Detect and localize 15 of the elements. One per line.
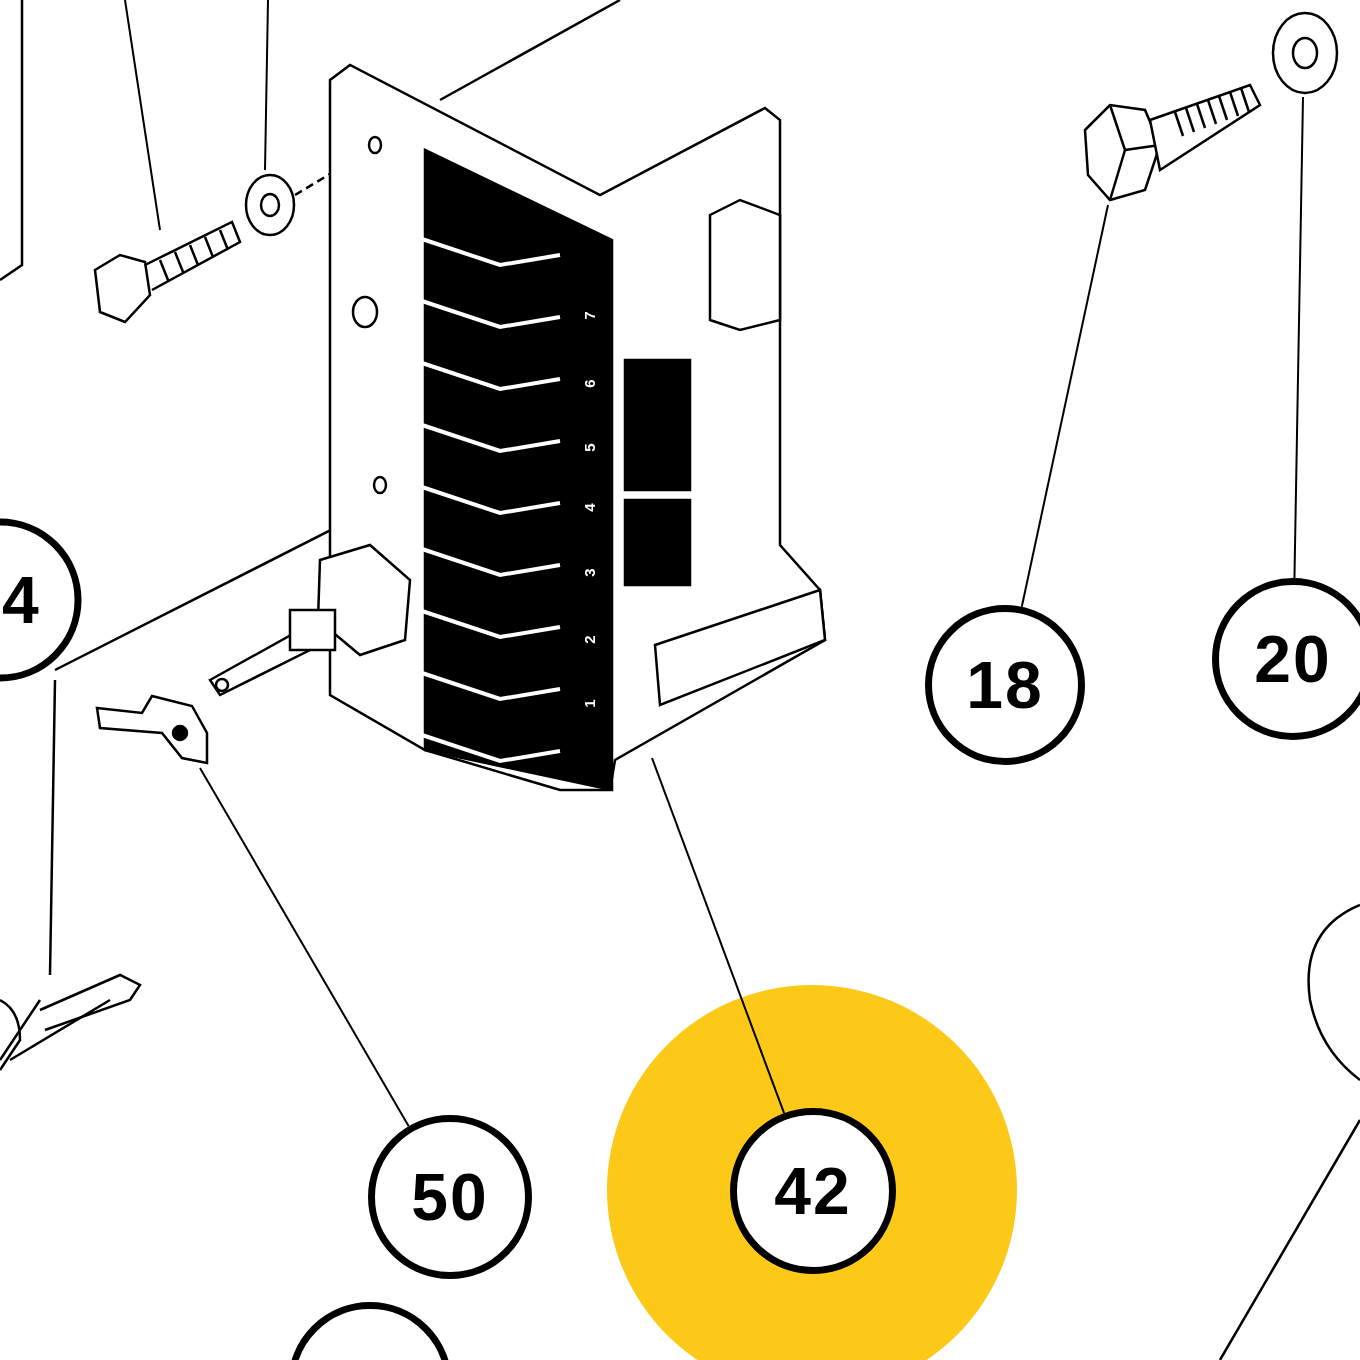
leader-line bbox=[199, 767, 410, 1128]
terminal-number: 7 bbox=[581, 311, 597, 320]
callout-number: 50 bbox=[368, 1115, 532, 1279]
callout-number: 4 bbox=[2, 565, 39, 635]
terminal-number: 6 bbox=[581, 379, 597, 388]
terminal-number: 3 bbox=[581, 568, 597, 577]
terminal-number: 5 bbox=[581, 443, 597, 452]
terminal-number: 1 bbox=[581, 699, 597, 708]
terminal-number: 2 bbox=[581, 635, 597, 644]
leader-line bbox=[1020, 204, 1109, 608]
leader-line bbox=[1293, 96, 1304, 579]
callout-number: 18 bbox=[925, 605, 1085, 765]
callout-number: 20 bbox=[1212, 578, 1360, 740]
terminal-number: 4 bbox=[581, 503, 597, 512]
leader-line bbox=[651, 757, 786, 1115]
